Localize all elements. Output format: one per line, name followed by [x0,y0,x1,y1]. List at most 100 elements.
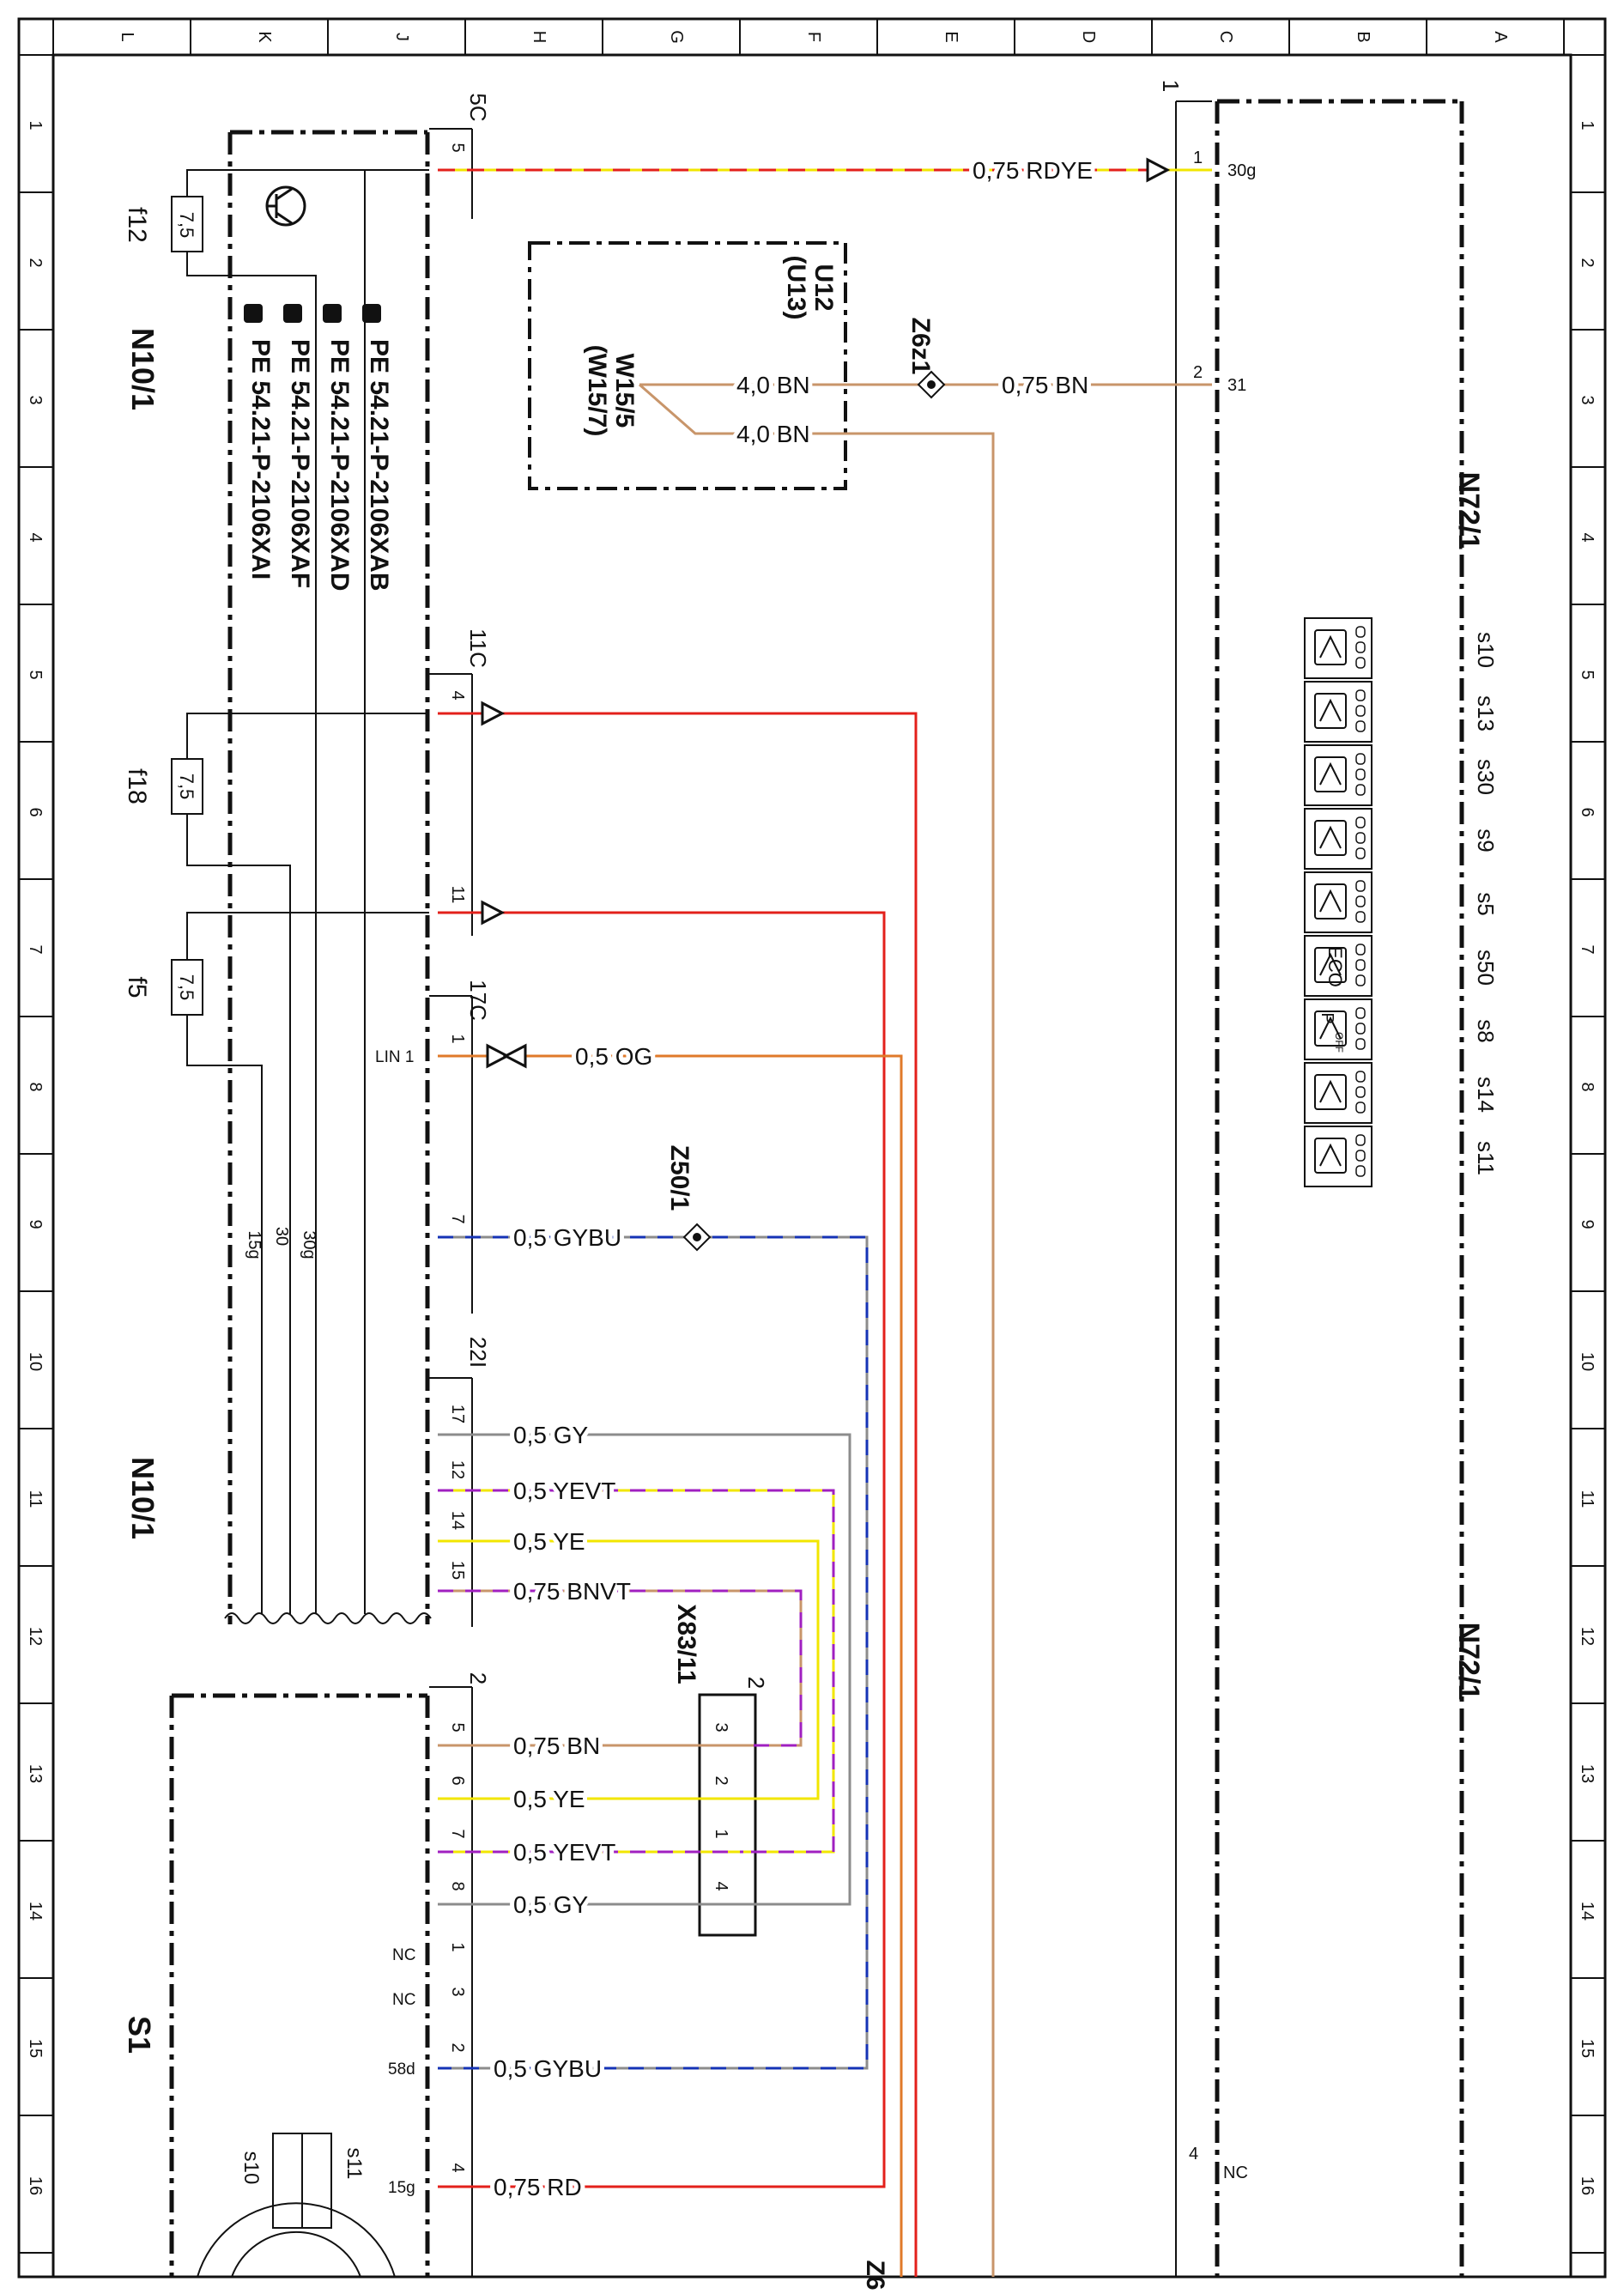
fuse-f12-name: f12 [123,207,151,243]
led-indicator [1355,1086,1366,1098]
row-9-left: 9 [26,1219,45,1229]
row-4-right: 4 [1578,532,1597,542]
seat-vent-icon [1314,693,1347,729]
pin-bn-d: 5 [448,1722,467,1732]
led-indicator [1355,1023,1366,1035]
seat-heat-icon [1314,1138,1347,1174]
row-11-right: 11 [1578,1490,1597,1508]
row-5-right: 5 [1578,670,1597,679]
led-indicator [1355,1071,1366,1083]
led-indicator [1355,1150,1366,1162]
nc-label-1: NC [392,1946,415,1964]
col-B: B [1354,31,1373,42]
58d-label: 58d [388,2060,415,2079]
connector-17c: 17C [465,980,491,1021]
n72-1-label-bottom: N72/1 [1452,1623,1485,1701]
s1-label: S1 [122,2016,157,2054]
row-10-left: 10 [26,1352,45,1371]
x83-11-housing-number: 2 [743,1677,769,1689]
signal-arrows [481,157,1171,1069]
fuse-f12-value: 7,5 [176,212,197,239]
wire-label-bn-c: 0,75 BN [1002,372,1088,398]
row-index-ticks [19,54,1605,2254]
row-2-left: 2 [26,258,45,267]
row-6-right: 6 [1578,807,1597,816]
column-index-ticks [52,19,1565,55]
pin-numbers: 5 4 11 1 7 17 12 14 15 5 6 7 8 1 3 2 4 [448,143,467,2172]
sheet-frame [17,17,1607,2279]
w15-7-label: (W15/7) [583,345,611,437]
row-7-right: 7 [1578,944,1597,954]
connector-strips [429,128,473,2277]
x83-pin-2: 2 [712,1775,730,1785]
switch-label: s10 [1473,632,1499,668]
col-C: C [1216,31,1235,43]
n72-1-label-top: N72/1 [1452,472,1485,550]
pe-ref-xaf: PE 54.21-P-2106XAF [286,339,314,588]
wire-label-ye-b: 0,5 YE [513,1786,585,1812]
n10-1-label-top: N10/1 [125,328,161,410]
row-1-left: 1 [26,120,45,130]
u13-label: (U13) [782,255,810,319]
led-indicator [1355,705,1366,717]
seat-heat-icon [1314,629,1347,665]
switch-label: s9 [1473,828,1499,852]
led-indicator [1355,944,1366,956]
connector-5c: 5C [465,93,491,121]
led-indicator [1355,816,1366,828]
park-assist-off-icon [1314,1010,1347,1047]
row-3-left: 3 [26,395,45,404]
row-16-left: 16 [26,2176,45,2195]
row-15-left: 15 [26,2039,45,2058]
wire-label-gy-a: 0,5 GY [513,1422,588,1448]
col-E: E [942,31,960,42]
n72-pin-1: 1 [1193,149,1203,167]
pin-ye-a: 14 [448,1511,467,1530]
row-12-right: 12 [1578,1627,1597,1646]
supply-30: 30 [272,1227,291,1246]
hazard-icon [1314,883,1347,919]
led-indicator [1355,1165,1366,1177]
led-indicator [1355,720,1366,732]
col-L: L [118,32,136,41]
wire-label-bn-a: 4,0 BN [736,372,810,398]
row-1-right: 1 [1578,120,1597,130]
fuse-f5-name: f5 [123,976,151,998]
wire-label-gybu-b: 0,5 GYBU [494,2055,602,2082]
row-14-right: 14 [1578,1902,1597,1921]
n72-pin-2: 2 [1193,363,1203,382]
led-indicator [1355,880,1366,892]
pin-ye-b: 6 [448,1775,467,1785]
n72-pin-30g: 30g [1227,161,1256,180]
x83-pin-4: 4 [712,1881,730,1890]
led-indicator [1355,911,1366,923]
pin-nc-3: 3 [448,1987,467,1996]
row-8-left: 8 [26,1082,45,1091]
wire-label-bnvt: 0,75 BNVT [513,1578,631,1605]
15g-label: 15g [388,2179,415,2197]
switch-label: s8 [1473,1019,1499,1042]
z-cut-label: Z6 [861,2260,889,2290]
pe-hand-icons [244,304,381,323]
fuse-f18-name: f18 [123,768,151,804]
n72-pin-31: 31 [1227,376,1246,395]
row-11-left: 11 [26,1490,45,1508]
s1-s10-label: s10 [239,2151,263,2185]
x83-pin-1: 1 [712,1829,730,1838]
connector-1: 1 [1158,80,1184,92]
eco-text: ECO [1324,946,1346,987]
x83-pins: 3 2 1 4 [712,1722,730,1890]
col-F: F [804,32,823,42]
n10-1-label-bottom: N10/1 [125,1457,161,1539]
fuse-f5-value: 7,5 [176,974,197,1001]
row-2-right: 2 [1578,258,1597,267]
row-15-right: 15 [1578,2039,1597,2058]
row-14-left: 14 [26,1902,45,1921]
off-text: OFF [1333,1032,1345,1053]
n72-pin-4: 4 [1189,2145,1198,2164]
wire-label-yevt-a: 0,5 YEVT [513,1478,615,1504]
u12-box [528,241,847,490]
